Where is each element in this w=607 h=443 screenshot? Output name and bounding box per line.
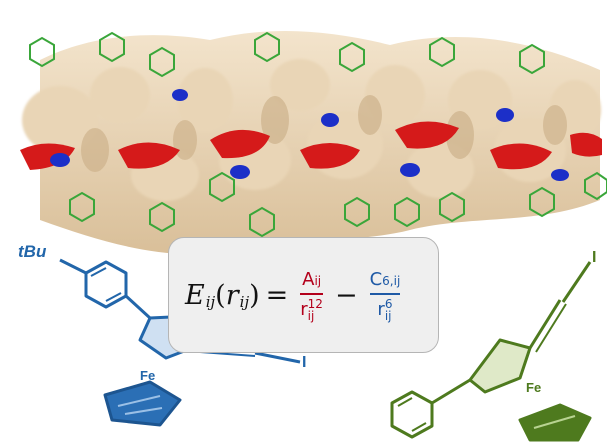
label-iodine-right: I xyxy=(592,249,596,266)
eq-equals: = xyxy=(265,279,289,311)
eq-lhs-r: r xyxy=(225,279,239,311)
right-alkyne-3 xyxy=(561,261,592,303)
eq-lhs-E-sub: ij xyxy=(205,293,216,311)
label-fe-right: Fe xyxy=(526,380,541,395)
oxygen-patches xyxy=(20,121,602,170)
right-alkyne-1 xyxy=(528,299,562,349)
right-cp-upper xyxy=(468,338,532,394)
eq-term2-numerator: C6,ij xyxy=(369,268,401,290)
eq-term1-bar xyxy=(300,292,323,295)
eq-term1-numerator: Aij xyxy=(302,268,322,290)
carbon-stick-rings xyxy=(29,31,607,238)
right-molecule xyxy=(390,261,592,442)
nitrogen-patches xyxy=(50,89,569,181)
eq-term2-bar xyxy=(369,292,401,295)
biaryl-bond xyxy=(124,294,152,320)
eq-lhs-E: E xyxy=(185,279,205,311)
tbu-bond xyxy=(59,258,87,275)
right-phenyl-ring xyxy=(390,390,434,439)
molecular-surface xyxy=(20,30,607,254)
label-tbu: tBu xyxy=(18,242,47,261)
eq-lhs-close: ) xyxy=(249,279,260,311)
right-biaryl-bond xyxy=(431,378,471,405)
label-fe-left: Fe xyxy=(140,368,155,383)
label-iodine-left: I xyxy=(302,354,306,371)
left-alkyne-3 xyxy=(254,351,301,364)
eq-lhs-open: ( xyxy=(215,279,226,311)
eq-lhs-r-sub: ij xyxy=(239,293,250,311)
eq-minus: − xyxy=(334,279,358,311)
right-alkyne-2 xyxy=(535,303,567,353)
left-cp-lower xyxy=(103,380,182,427)
